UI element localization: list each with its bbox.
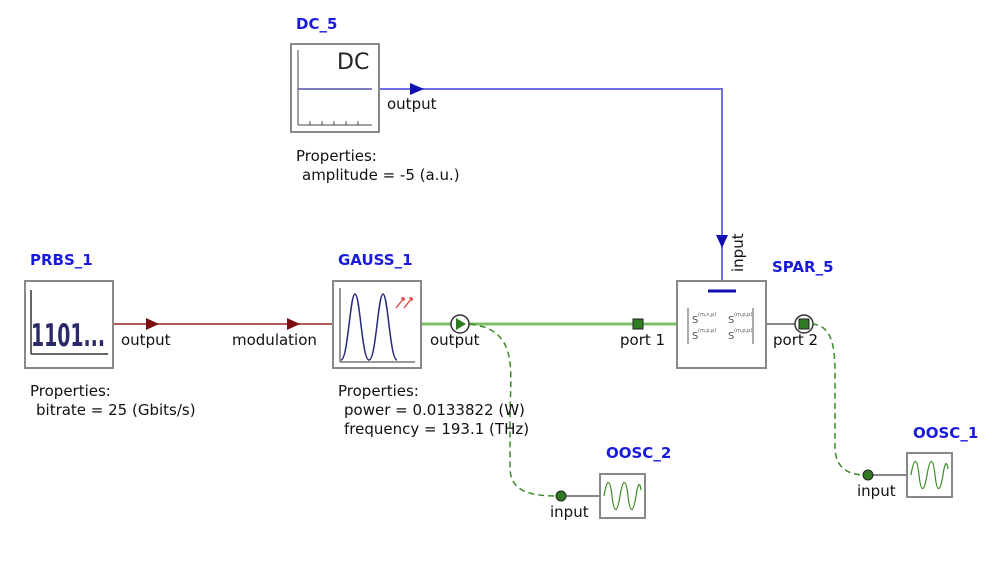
- prbs-property-bitrate: bitrate = 25 (Gbits/s): [36, 401, 196, 419]
- oosc2-input-port-icon[interactable]: [555, 490, 567, 502]
- oosc1-input-port-label: input: [857, 482, 896, 500]
- svg-text:S: S: [728, 315, 734, 326]
- spar-port2-connector[interactable]: [794, 314, 814, 334]
- spar-to-oosc1-wire[interactable]: [811, 323, 867, 476]
- s-parameter-matrix-icon: S (m,n,p) S (m,p,p) S (m,p,p) S (m,p,p): [687, 308, 754, 344]
- oosc1-block[interactable]: [906, 452, 953, 498]
- prbs-component-name: PRBS_1: [30, 251, 93, 269]
- bit-sequence-icon: 1101...: [30, 290, 108, 355]
- oscilloscope-icon: [910, 460, 949, 490]
- svg-text:S: S: [692, 331, 698, 342]
- oosc2-input-port-label: input: [550, 503, 589, 521]
- dc-source-icon: DC: [297, 50, 372, 126]
- gauss-modulation-arrow-icon[interactable]: [287, 318, 300, 330]
- gauss-property-frequency: frequency = 193.1 (THz): [344, 420, 529, 438]
- gauss-block[interactable]: [332, 280, 422, 369]
- oosc2-component-name: OOSC_2: [606, 444, 671, 462]
- gauss-component-name: GAUSS_1: [338, 251, 413, 269]
- spar-port1-label: port 1: [620, 331, 665, 349]
- prbs-properties-title: Properties:: [30, 382, 111, 400]
- dc-property-amplitude: amplitude = -5 (a.u.): [302, 166, 460, 184]
- prbs-block[interactable]: 1101...: [24, 280, 114, 369]
- gauss-modulation-port-label: modulation: [232, 331, 317, 349]
- gauss-output-port-label: output: [430, 331, 480, 349]
- svg-text:S: S: [692, 315, 698, 326]
- dc-properties-title: Properties:: [296, 147, 377, 165]
- prbs-output-port-label: output: [121, 331, 171, 349]
- spar-input-arrow-icon[interactable]: [716, 235, 728, 248]
- prbs-icon-label: 1101...: [31, 318, 105, 354]
- svg-text:(m,p,p): (m,p,p): [698, 328, 716, 334]
- oosc1-input-port-icon[interactable]: [862, 469, 874, 481]
- dc-to-spar-wire[interactable]: [380, 88, 723, 292]
- oosc2-block[interactable]: [599, 473, 646, 519]
- dc-component-name: DC_5: [296, 15, 337, 33]
- dc-output-arrow-icon[interactable]: [410, 83, 424, 95]
- gauss-to-oosc2-wire[interactable]: [469, 323, 561, 497]
- svg-text:(m,p,p): (m,p,p): [734, 328, 752, 334]
- svg-text:(m,n,p): (m,n,p): [698, 312, 716, 318]
- spar-input-port-label: input: [729, 233, 747, 272]
- gauss-property-power: power = 0.0133822 (W): [344, 401, 525, 419]
- dc-output-port-label: output: [387, 95, 437, 113]
- gauss-properties-title: Properties:: [338, 382, 419, 400]
- gaussian-pulse-icon: [339, 288, 415, 363]
- oosc1-component-name: OOSC_1: [913, 424, 978, 442]
- svg-text:S: S: [728, 331, 734, 342]
- dc-source-block[interactable]: DC: [290, 43, 380, 133]
- spar-port2-label: port 2: [773, 331, 818, 349]
- dc-icon-label: DC: [337, 50, 369, 75]
- prbs-output-arrow-icon[interactable]: [146, 318, 159, 330]
- spar-block[interactable]: S (m,n,p) S (m,p,p) S (m,p,p) S (m,p,p): [676, 280, 767, 369]
- oscilloscope-icon: [603, 481, 642, 511]
- spar-port1-square-icon[interactable]: [632, 318, 644, 330]
- svg-text:(m,p,p): (m,p,p): [734, 312, 752, 318]
- gauss-optical-output-port[interactable]: [450, 314, 470, 334]
- spar-component-name: SPAR_5: [772, 258, 834, 276]
